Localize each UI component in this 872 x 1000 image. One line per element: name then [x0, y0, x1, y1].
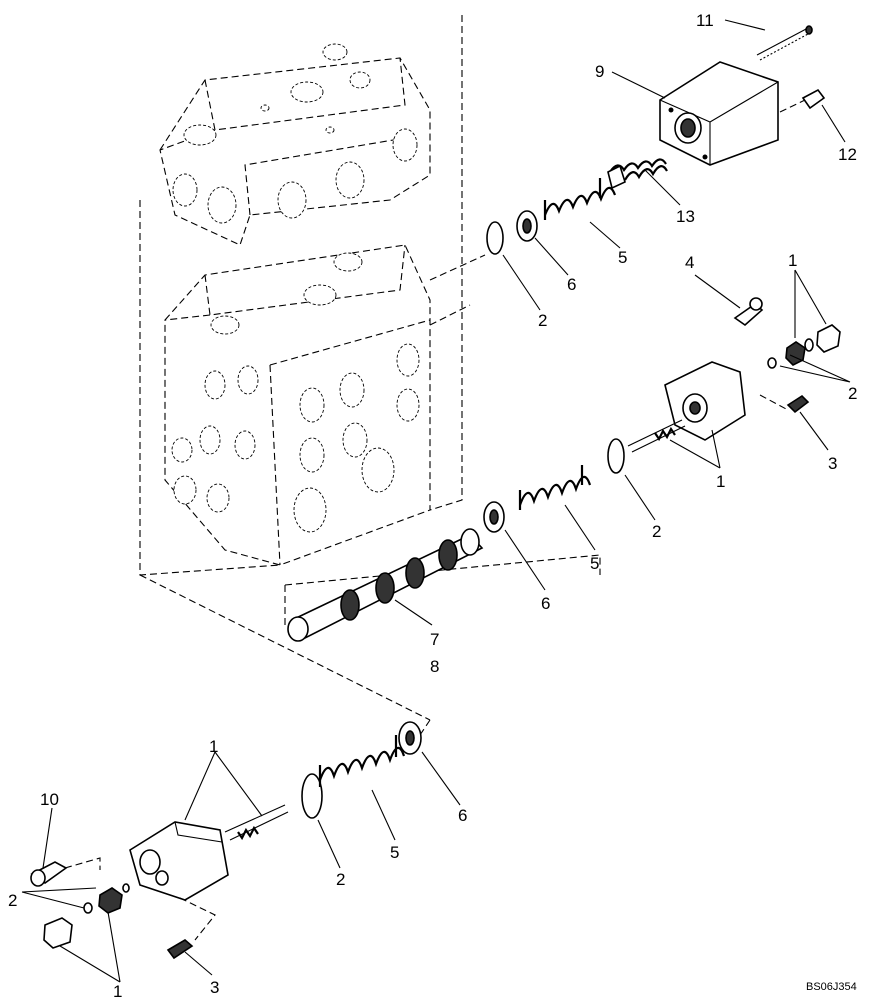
washer-part-6-upper [516, 210, 538, 242]
plug-part-12 [779, 88, 826, 113]
callout-6-mid: 6 [541, 594, 550, 613]
callout-1-bottom-left: 1 [113, 982, 122, 1000]
spool-part-7 [287, 528, 484, 642]
screw-part-3-right [759, 394, 810, 414]
callout-6-upper: 6 [567, 275, 576, 294]
callout-10: 10 [40, 790, 59, 809]
callout-5-upper: 5 [618, 248, 627, 267]
plunger-part-1-left [224, 804, 289, 841]
callout-11: 11 [696, 11, 714, 30]
callout-2-lower: 2 [336, 870, 345, 889]
callout-2-upper: 2 [538, 311, 547, 330]
callout-8: 8 [430, 657, 439, 676]
plunger-part-1-right [627, 419, 686, 453]
washer-part-6-lower [398, 721, 422, 755]
callout-12: 12 [838, 145, 857, 164]
screw-part-11 [756, 25, 813, 61]
figure-code: BS06J354 [806, 981, 857, 993]
callout-1-right: 1 [716, 472, 725, 491]
callout-7: 7 [430, 630, 439, 649]
callout-4: 4 [685, 253, 694, 272]
spring-cartridge-part-13 [607, 158, 668, 190]
solenoid-block-part-9 [659, 61, 779, 166]
callout-2-mid: 2 [652, 522, 661, 541]
callout-labels: 11 9 12 13 5 6 2 4 1 2 3 1 2 5 6 7 8 1 6… [8, 11, 857, 1000]
screw-part-3-left [166, 897, 216, 960]
spring-part-5-mid [518, 465, 592, 510]
oring-part-2-lower [301, 773, 323, 819]
callout-5-mid: 5 [590, 554, 599, 573]
callout-9: 9 [595, 62, 604, 81]
nut-and-cap-part-1-top-right [785, 324, 841, 366]
spring-part-5-lower [318, 735, 406, 787]
spring-part-5-upper [543, 178, 617, 220]
leader-lines [21, 19, 851, 983]
oring-small-part-2-right [767, 357, 777, 369]
callout-1-top-right: 1 [788, 251, 797, 270]
callout-3-left: 3 [210, 978, 219, 997]
callout-5-lower: 5 [390, 843, 399, 862]
callout-2-right: 2 [848, 384, 857, 403]
end-cap-part-1-right [664, 361, 746, 441]
end-cap-part-1-left [129, 821, 229, 901]
valve-body-lower-section [164, 244, 431, 566]
callout-13: 13 [676, 207, 695, 226]
valve-body-upper-section [159, 43, 431, 246]
callout-3-right: 3 [828, 454, 837, 473]
fitting-part-4 [733, 297, 764, 327]
oring-part-2-mid [607, 438, 625, 474]
washer-part-6-mid [483, 501, 505, 533]
fitting-part-10 [30, 857, 101, 887]
callout-2-left: 2 [8, 891, 17, 910]
callout-1-lower: 1 [209, 737, 218, 756]
callout-6-lower: 6 [458, 806, 467, 825]
oring-part-2-upper [486, 221, 504, 255]
nut-and-cap-part-1-bottom-left [43, 883, 130, 949]
